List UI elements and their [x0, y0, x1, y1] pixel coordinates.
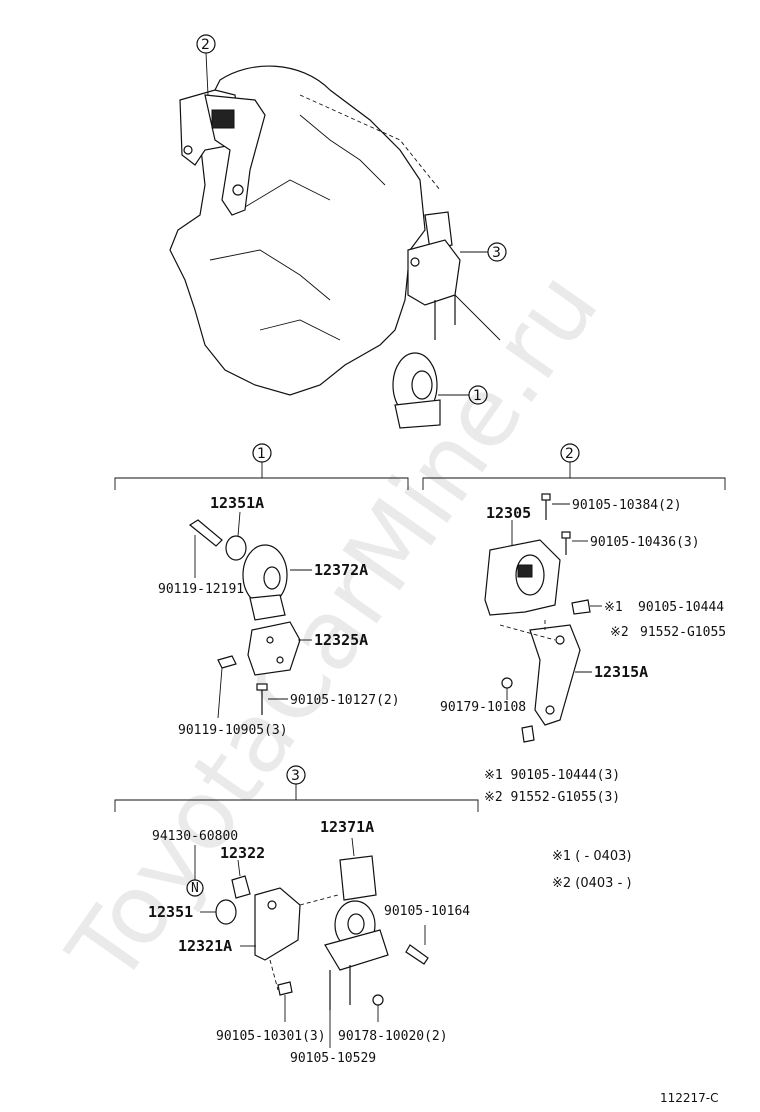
label-12351: 12351	[148, 903, 193, 921]
note-2-date-range: ※2 (0403 - )	[552, 876, 631, 891]
label-90105-10127: 90105-10127(2)	[290, 693, 400, 708]
callout-1-section: 1	[257, 446, 266, 462]
label-12325A: 12325A	[314, 631, 368, 649]
label-12315A: 12315A	[594, 663, 648, 681]
engine-mount-1-assembly	[392, 352, 441, 429]
label-90105-10164: 90105-10164	[384, 904, 470, 919]
engine-outline	[169, 65, 501, 396]
diagram-code: 112217-C	[660, 1091, 719, 1105]
callout-2-top: 2	[201, 37, 210, 53]
label-12322: 12322	[220, 844, 265, 862]
label-90179-10108: 90179-10108	[440, 700, 526, 715]
label-12372A: 12372A	[314, 561, 368, 579]
group-2-parts	[484, 493, 602, 743]
label-90119-10905: 90119-10905(3)	[178, 723, 288, 738]
label-note1-mark-upper: ※1	[604, 600, 623, 615]
label-12371A: 12371A	[320, 818, 374, 836]
engine-mount-2-assembly	[179, 89, 266, 216]
label-12305: 12305	[486, 504, 531, 522]
label-12351A: 12351A	[210, 494, 264, 512]
label-90105-10444-3: ※1 90105-10444(3)	[484, 768, 620, 783]
callout-3-top: 3	[492, 245, 501, 261]
label-91552-G1055: 91552-G1055	[640, 625, 726, 640]
engine-mount-3-assembly	[407, 211, 461, 340]
label-91552-G1055-3: ※2 91552-G1055(3)	[484, 790, 620, 805]
group-3-bracket	[114, 765, 479, 812]
label-90105-10436: 90105-10436(3)	[590, 535, 700, 550]
group-1-parts	[188, 511, 312, 719]
label-90105-10444: 90105-10444	[638, 600, 724, 615]
label-94130-60800: 94130-60800	[152, 829, 238, 844]
label-90105-10301: 90105-10301(3)	[216, 1029, 326, 1044]
label-note2-mark-upper: ※2	[610, 625, 629, 640]
group-3-parts	[186, 837, 429, 1048]
group-2-bracket	[422, 443, 726, 490]
nut-marker-n: N	[191, 881, 199, 896]
label-90105-10529: 90105-10529	[290, 1051, 376, 1066]
label-90105-10384: 90105-10384(2)	[572, 498, 682, 513]
label-90119-12191: 90119-12191	[158, 582, 244, 597]
watermark-text: ToyotaCarMine.ru	[47, 252, 620, 1004]
group-1-bracket	[114, 443, 409, 490]
label-12321A: 12321A	[178, 937, 232, 955]
note-1-date-range: ※1 ( - 0403)	[552, 849, 631, 864]
callout-3-section: 3	[291, 768, 300, 784]
callout-1-top: 1	[473, 388, 482, 404]
callout-2-section: 2	[565, 446, 574, 462]
label-90178-10020: 90178-10020(2)	[338, 1029, 448, 1044]
